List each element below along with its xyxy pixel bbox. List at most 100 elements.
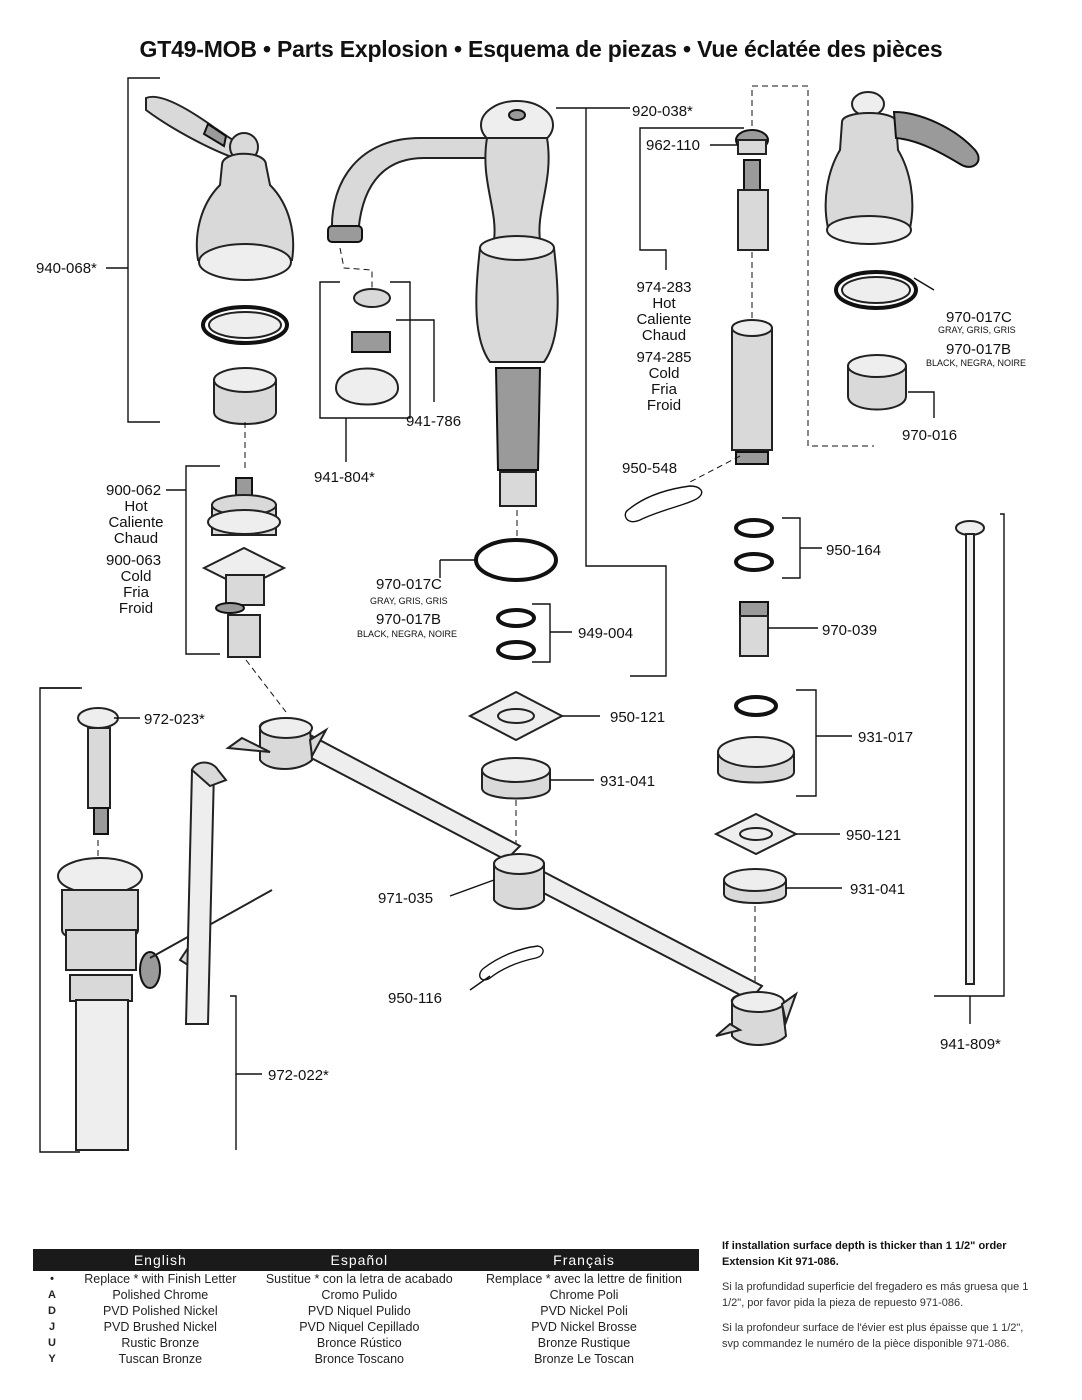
table-header-francais: Français [469, 1249, 699, 1271]
finish-english: Tuscan Bronze [118, 1352, 203, 1366]
label-974-283-caliente: Caliente [636, 311, 691, 328]
page-title: GT49-MOB • Parts Explosion • Esquema de … [139, 36, 943, 62]
label-974-283-chaud: Chaud [642, 327, 686, 344]
finish-english: Rustic Bronze [121, 1336, 200, 1350]
label-974-285: 974-285 [636, 349, 691, 366]
table-row: D PVD Polished Nickel PVD Niquel Pulido … [33, 1303, 699, 1319]
table-row: A Polished Chrome Cromo Pulido Chrome Po… [33, 1287, 699, 1303]
label-gray-note-center: GRAY, GRIS, GRIS [370, 596, 448, 606]
label-froid: Froid [119, 600, 153, 617]
table-row: J PVD Brushed Nickel PVD Niquel Cepillad… [33, 1319, 699, 1335]
label-940-068: 940-068* [36, 260, 97, 277]
label-970-017C-right: 970-017C [946, 309, 1012, 326]
label-974-283-hot: Hot [652, 295, 676, 312]
label-hot: Hot [124, 498, 148, 515]
finish-french: Bronze Le Toscan [534, 1352, 634, 1366]
finish-code: D [48, 1305, 56, 1317]
label-970-017B-right: 970-017B [946, 341, 1011, 358]
finish-spanish: Sustitue * con la letra de acabado [265, 1272, 453, 1286]
table-row: U Rustic Bronze Bronce Rústico Bronze Ru… [33, 1335, 699, 1351]
label-941-786: 941-786 [406, 413, 461, 430]
spout-assembly [327, 100, 559, 507]
label-962-110: 962-110 [646, 137, 700, 154]
label-974-283: 974-283 [636, 279, 691, 296]
label-950-116: 950-116 [388, 990, 442, 1007]
table-header-english: English [71, 1249, 250, 1271]
label-941-804: 941-804* [314, 469, 375, 486]
label-971-035: 971-035 [378, 890, 433, 907]
label-931-041-center: 931-041 [600, 773, 655, 790]
finish-spanish: PVD Niquel Cepillado [299, 1320, 420, 1334]
label-950-164: 950-164 [826, 542, 881, 559]
label-950-121-right: 950-121 [846, 827, 901, 844]
o-ring-931-017 [734, 695, 778, 717]
finish-code: • [50, 1273, 54, 1285]
finish-english: Polished Chrome [112, 1288, 209, 1302]
label-972-022: 972-022* [268, 1067, 329, 1084]
label-950-121-center: 950-121 [610, 709, 665, 726]
right-handle-assembly [824, 91, 980, 411]
parts-explosion-diagram: 940-068* 900-062 Hot Caliente Chaud 900-… [36, 77, 1026, 1153]
o-ring-950-164-a [734, 518, 774, 538]
label-974-285-froid: Froid [647, 397, 681, 414]
aerator-washer [353, 288, 391, 308]
label-black-note-center: BLACK, NEGRA, NOIRE [357, 629, 457, 639]
label-949-004: 949-004 [578, 625, 633, 642]
pop-up-drain [57, 707, 273, 1151]
adapter-970-039 [739, 615, 769, 657]
supply-tee-hose [225, 717, 799, 1046]
finish-spanish: Bronce Toscano [314, 1352, 404, 1366]
lift-rod [955, 520, 985, 985]
finish-table: English Español Français • Replace * wit… [33, 1249, 699, 1367]
table-row: Y Tuscan Bronze Bronce Toscano Bronze Le… [33, 1351, 699, 1367]
finish-spanish: PVD Niquel Pulido [307, 1304, 411, 1318]
label-970-017C-center: 970-017C [376, 576, 442, 593]
clip-950-116 [479, 945, 544, 981]
label-fria: Fria [123, 584, 149, 601]
label-974-285-fria: Fria [651, 381, 677, 398]
extension-note-english: If installation surface depth is thicker… [722, 1240, 1007, 1268]
label-black-note-right: BLACK, NEGRA, NOIRE [926, 358, 1026, 368]
aerator [351, 331, 391, 353]
label-931-041-right: 931-041 [850, 881, 905, 898]
left-handle-assembly [145, 95, 295, 425]
label-gray-note-right: GRAY, GRIS, GRIS [938, 325, 1016, 335]
finish-english: PVD Brushed Nickel [103, 1320, 217, 1334]
label-970-016: 970-016 [902, 427, 957, 444]
spout-gasket [474, 538, 558, 582]
table-header-espanol: Español [249, 1249, 469, 1271]
extension-kit-note: If installation surface depth is thicker… [722, 1238, 1042, 1361]
label-950-548: 950-548 [622, 460, 677, 477]
finish-french: Chrome Poli [549, 1288, 619, 1302]
label-972-023: 972-023* [144, 711, 205, 728]
table-header-code [33, 1249, 71, 1271]
label-chaud: Chaud [114, 530, 158, 547]
finish-spanish: Bronce Rústico [316, 1336, 402, 1350]
finish-french: PVD Nickel Poli [540, 1304, 628, 1318]
finish-english: Replace * with Finish Letter [84, 1272, 237, 1286]
extension-note-spanish: Si la profundidad superficie del fregade… [722, 1281, 1029, 1309]
finish-code: Y [48, 1353, 56, 1365]
o-ring-950-164-b [734, 552, 774, 572]
table-row: • Replace * with Finish Letter Sustitue … [33, 1271, 699, 1287]
finish-code: U [48, 1337, 56, 1349]
label-941-809: 941-809* [940, 1036, 1001, 1053]
spout-o-ring-2 [496, 640, 536, 660]
label-974-285-cold: Cold [649, 365, 680, 382]
spout-o-ring-1 [496, 608, 536, 628]
label-920-038: 920-038* [632, 103, 693, 120]
extension-note-french: Si la profondeur surface de l'évier est … [722, 1322, 1024, 1350]
label-970-017B-center: 970-017B [376, 611, 441, 628]
label-cold: Cold [121, 568, 152, 585]
finish-code: J [48, 1321, 56, 1333]
finish-english: PVD Polished Nickel [102, 1304, 218, 1318]
adapter-970-039-top [739, 601, 769, 617]
label-970-039: 970-039 [822, 622, 877, 639]
finish-french: Bronze Rustique [537, 1336, 631, 1350]
left-valve-assembly [201, 477, 287, 658]
aerator-housing [334, 367, 400, 406]
bracket-940-068 [127, 77, 160, 423]
label-900-062: 900-062 [106, 482, 161, 499]
finish-code: A [48, 1289, 56, 1301]
label-caliente: Caliente [108, 514, 163, 531]
